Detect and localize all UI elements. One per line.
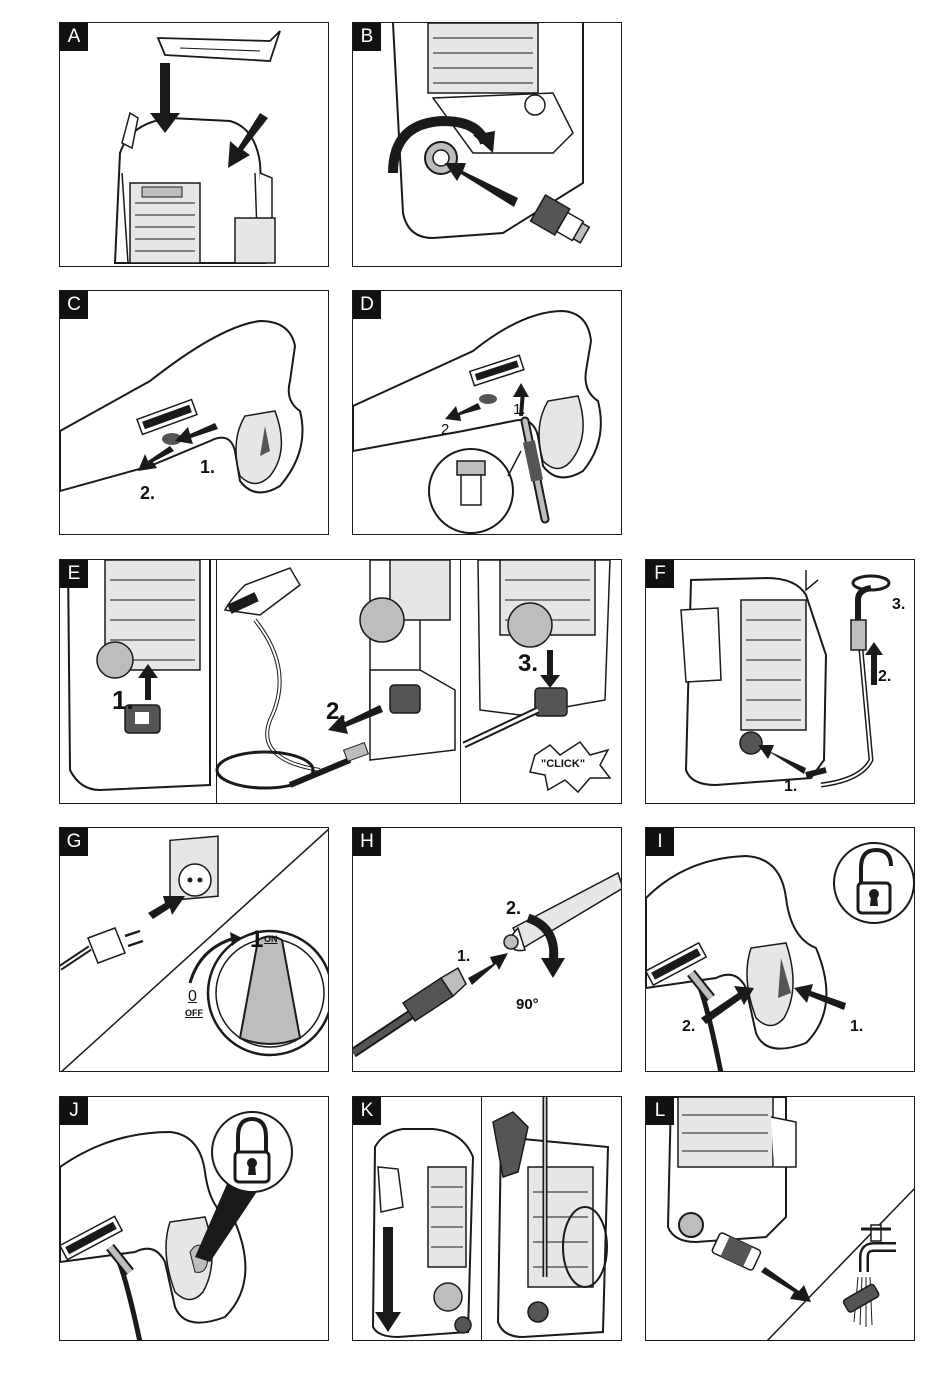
panel-a: A bbox=[59, 22, 329, 267]
switch-off-number: 0 bbox=[188, 988, 197, 1006]
panel-letter-l: L bbox=[646, 1097, 674, 1125]
panel-letter-d: D bbox=[353, 291, 381, 319]
panel-letter-g: G bbox=[60, 828, 88, 856]
panel-letter-h: H bbox=[353, 828, 381, 856]
step-label-d-1: 1. bbox=[513, 401, 526, 418]
panel-g: G 1 ON 0 OFF bbox=[59, 827, 329, 1072]
panel-letter-c: C bbox=[60, 291, 88, 319]
illustration-g bbox=[60, 828, 329, 1072]
illustration-l bbox=[646, 1097, 915, 1341]
click-label: "CLICK" bbox=[541, 758, 585, 770]
illustration-a bbox=[60, 23, 329, 267]
panel-letter-a: A bbox=[60, 23, 88, 51]
panel-letter-k: K bbox=[353, 1097, 381, 1125]
step-label-d-2: 2. bbox=[441, 421, 454, 438]
illustration-e bbox=[60, 560, 622, 804]
step-label-h-2: 2. bbox=[506, 898, 521, 919]
panel-e: E 1. 2. 3. "CLICK" bbox=[59, 559, 622, 804]
panel-f: F 1. 2. 3. bbox=[645, 559, 915, 804]
panel-letter-i: I bbox=[646, 828, 674, 856]
illustration-f bbox=[646, 560, 915, 804]
step-label-i-1: 1. bbox=[850, 1018, 863, 1036]
panel-letter-e: E bbox=[60, 560, 88, 588]
step-label-f-3: 3. bbox=[892, 596, 905, 614]
step-label-e-3: 3. bbox=[518, 650, 538, 678]
step-label-f-1: 1. bbox=[784, 778, 797, 796]
step-label-c-2: 2. bbox=[140, 483, 155, 504]
switch-on-label: ON bbox=[264, 934, 278, 944]
illustration-d bbox=[353, 291, 622, 535]
panel-h: H 1. 2. 90° bbox=[352, 827, 622, 1072]
illustration-c bbox=[60, 291, 329, 535]
panel-i: I 1. 2. bbox=[645, 827, 915, 1072]
panel-c: C 1. 2. bbox=[59, 290, 329, 535]
panel-letter-f: F bbox=[646, 560, 674, 588]
panel-l: L bbox=[645, 1096, 915, 1341]
step-label-c-1: 1. bbox=[200, 457, 215, 478]
panel-d: D 1. 2. bbox=[352, 290, 622, 535]
step-label-e-2: 2. bbox=[326, 698, 346, 726]
illustration-b bbox=[353, 23, 622, 267]
panel-letter-j: J bbox=[60, 1097, 88, 1125]
switch-off-label: OFF bbox=[185, 1008, 203, 1018]
panel-k: K bbox=[352, 1096, 622, 1341]
panel-b: B bbox=[352, 22, 622, 267]
step-label-h-1: 1. bbox=[457, 948, 470, 966]
rotation-angle-label: 90° bbox=[516, 996, 539, 1013]
switch-on-number: 1 bbox=[250, 926, 263, 954]
panel-letter-b: B bbox=[353, 23, 381, 51]
illustration-k bbox=[353, 1097, 622, 1341]
step-label-e-1: 1. bbox=[112, 685, 134, 716]
illustration-j bbox=[60, 1097, 329, 1341]
step-label-i-2: 2. bbox=[682, 1018, 695, 1036]
panel-j: J bbox=[59, 1096, 329, 1341]
step-label-f-2: 2. bbox=[878, 668, 891, 686]
illustration-h bbox=[353, 828, 622, 1072]
